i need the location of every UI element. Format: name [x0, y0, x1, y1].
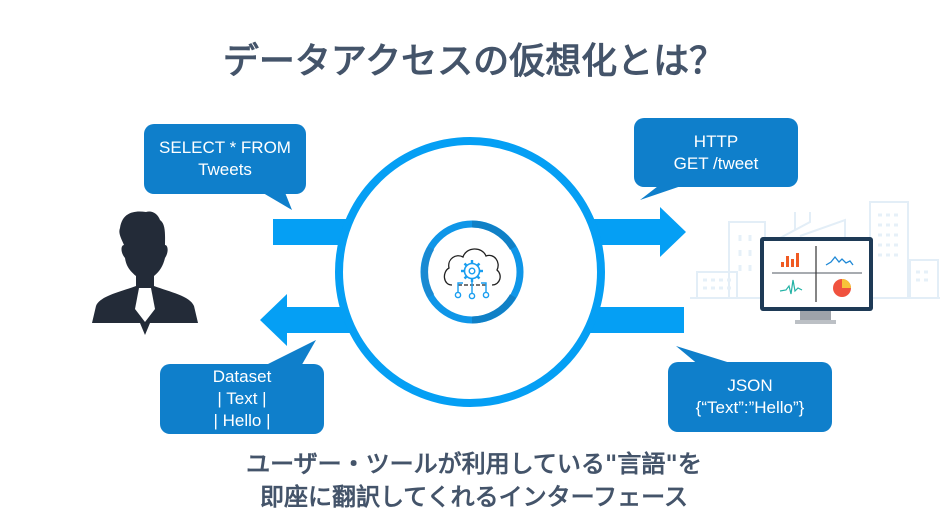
- dataset-bubble: Dataset | Text | | Hello |: [160, 364, 324, 434]
- page-title: データアクセスの仮想化とは？: [222, 41, 726, 82]
- http-line-1: HTTP: [693, 131, 739, 151]
- dataset-bubble-shape: [160, 340, 324, 434]
- json-line-2: {“Text”:”Hello”}: [695, 398, 805, 417]
- cloud-gear-network-icon: [420, 220, 524, 324]
- http-bubble: HTTP GET /tweet: [634, 118, 798, 187]
- json-bubble: JSON {“Text”:”Hello”}: [668, 362, 832, 432]
- subtitle-line-1: ユーザー・ツールが利用している"言語"を: [246, 450, 702, 478]
- http-bubble-shape: [634, 118, 798, 200]
- json-line-1: JSON: [727, 376, 773, 395]
- query-bubble-shape: [144, 124, 306, 210]
- query-bubble: SELECT * FROM Tweets: [144, 124, 306, 194]
- query-line-1: SELECT * FROM: [159, 138, 291, 157]
- user-with-tie-icon: [92, 211, 198, 335]
- monitor-dashboard-icon: [760, 237, 873, 324]
- dataset-line-1: Dataset: [212, 367, 272, 386]
- city-buildings-icon: [690, 201, 940, 299]
- arrow-api-to-hub: [585, 307, 684, 333]
- json-bubble-shape: [668, 346, 832, 432]
- http-line-2: GET /tweet: [673, 153, 759, 173]
- dataset-line-3: | Hello |: [213, 411, 271, 430]
- query-line-2: Tweets: [198, 160, 252, 179]
- subtitle-line-2: 即座に翻訳してくれるインターフェース: [260, 483, 688, 511]
- dataset-line-2: | Text |: [217, 389, 267, 408]
- subtitle: ユーザー・ツールが利用している"言語"を 即座に翻訳してくれるインターフェース: [0, 448, 948, 514]
